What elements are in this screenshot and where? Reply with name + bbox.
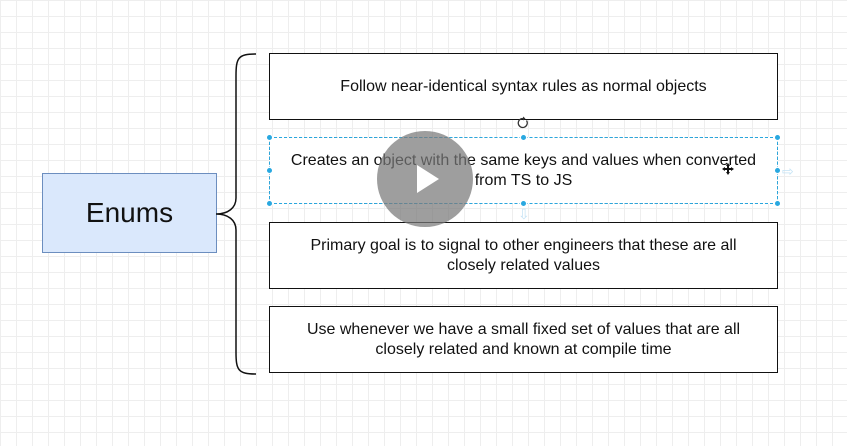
item-box-4[interactable]: Use whenever we have a small fixed set o…	[269, 306, 778, 373]
resize-handle-nw[interactable]	[266, 134, 273, 141]
item-text-3: Primary goal is to signal to other engin…	[310, 236, 737, 274]
resize-handle-s[interactable]	[520, 200, 527, 207]
move-cursor-icon	[722, 163, 734, 175]
item-text-4: Use whenever we have a small fixed set o…	[306, 320, 741, 358]
item-text-2: Creates an object with the same keys and…	[290, 151, 757, 189]
resize-handle-w[interactable]	[266, 167, 273, 174]
curly-brace	[215, 53, 257, 375]
play-button[interactable]	[377, 131, 473, 227]
item-box-3[interactable]: Primary goal is to signal to other engin…	[269, 222, 778, 289]
resize-handle-ne[interactable]	[774, 134, 781, 141]
resize-handle-n[interactable]	[520, 134, 527, 141]
item-text-1: Follow near-identical syntax rules as no…	[340, 77, 707, 95]
rotate-handle-icon[interactable]	[516, 116, 530, 130]
item-box-2[interactable]: Creates an object with the same keys and…	[269, 137, 778, 204]
enums-label: Enums	[85, 197, 174, 228]
connect-arrow-down-icon[interactable]: ⇩	[518, 206, 530, 222]
enums-box[interactable]: Enums	[42, 173, 217, 253]
connect-arrow-right-icon[interactable]: ⇨	[782, 163, 794, 179]
resize-handle-e[interactable]	[774, 167, 781, 174]
resize-handle-sw[interactable]	[266, 200, 273, 207]
resize-handle-se[interactable]	[774, 200, 781, 207]
play-icon	[417, 165, 439, 193]
item-box-1[interactable]: Follow near-identical syntax rules as no…	[269, 53, 778, 120]
